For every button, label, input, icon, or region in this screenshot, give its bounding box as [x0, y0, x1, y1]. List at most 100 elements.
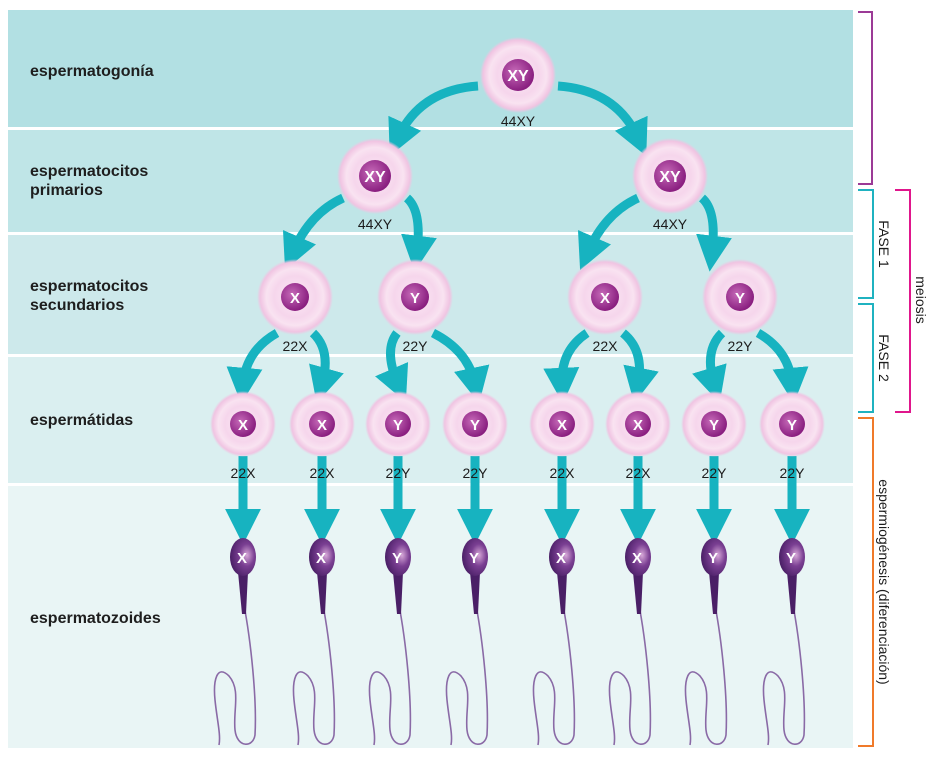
bracket-espermiogenesis: espermiogénesis (diferenciación) [858, 417, 892, 747]
nucleus-label: Y [787, 417, 797, 434]
sperm-midpiece [633, 572, 643, 614]
karyotype-label: 22Y [702, 465, 728, 481]
nucleus-label: XY [659, 169, 681, 186]
sperm-midpiece [393, 572, 403, 614]
karyotype-label: 44XY [358, 216, 393, 232]
sperm-tail [445, 599, 489, 746]
cell-secondary: X 22X [567, 259, 643, 354]
karyotype-label: 22Y [780, 465, 806, 481]
nucleus [726, 283, 754, 311]
sperm-head [779, 538, 805, 576]
sperm-chromosome-label: Y [392, 550, 402, 567]
arrow-primary-to-secondary [282, 193, 345, 271]
cell-primary: XY 44XY [632, 138, 708, 232]
sperm-midpiece [709, 572, 719, 614]
arrows-layer [225, 81, 810, 545]
karyotype-label: 44XY [501, 113, 536, 129]
karyotype-label: 22X [626, 465, 652, 481]
spermatozoon: X [292, 538, 336, 746]
sperm-tail [684, 599, 728, 746]
nucleus-label: Y [709, 417, 719, 434]
karyotype-label: 44XY [653, 216, 688, 232]
nucleus [385, 411, 411, 437]
karyotype-label: 22Y [728, 338, 754, 354]
sperm-head [230, 538, 256, 576]
stage-row-spermatogonia: espermatogonía [8, 10, 853, 127]
stage-label-spermatogonia: espermatogonía [30, 63, 154, 80]
nucleus-label: Y [393, 417, 403, 434]
arrow-secondary-to-spermatid [375, 330, 409, 403]
sperm-chromosome-label: X [556, 550, 566, 567]
karyotype-label: 22X [593, 338, 619, 354]
sperm-chromosome-label: X [237, 550, 247, 567]
sperm-head [309, 538, 335, 576]
sperm-tail [292, 599, 336, 746]
karyotype-label: 22X [310, 465, 336, 481]
bracket-fase-2: FASE 2 [858, 303, 892, 413]
sperm-tail [532, 599, 576, 746]
cell-secondary: Y 22Y [377, 259, 453, 354]
karyotype-label: 22X [550, 465, 576, 481]
fase-1-label: FASE 1 [876, 220, 892, 268]
spermatozoon: Y [762, 538, 806, 746]
karyotype-label: 22Y [386, 465, 412, 481]
nucleus [591, 283, 619, 311]
cells-layer: XY44XYXY44XYXY44XYX22XY22YX22XY22YX22XX2… [210, 37, 825, 481]
nucleus-label: XY [364, 169, 386, 186]
stage-label-spermatozoa: espermatozoides [30, 610, 161, 627]
nucleus [625, 411, 651, 437]
spermatozoon: Y [445, 538, 489, 746]
spermatozoon: Y [368, 538, 412, 746]
nucleus [779, 411, 805, 437]
nucleus [701, 411, 727, 437]
cell-spermatids: X 22X [210, 391, 276, 481]
sperm-midpiece [787, 572, 797, 614]
sperm-tail [368, 599, 412, 746]
arrow-primary-to-secondary [696, 194, 732, 272]
karyotype-label: 22X [231, 465, 257, 481]
nucleus-label: X [238, 417, 248, 434]
fase-2-label: FASE 2 [876, 334, 892, 382]
cell-primary: XY 44XY [337, 138, 413, 232]
sperm-head [385, 538, 411, 576]
nucleus [401, 283, 429, 311]
cell-secondary: Y 22Y [702, 259, 778, 354]
nucleus [281, 283, 309, 311]
nucleus-label: X [557, 417, 567, 434]
sperm-head [701, 538, 727, 576]
arrow-primary-to-secondary [401, 194, 437, 272]
sperm-chromosome-label: Y [786, 550, 796, 567]
karyotype-label: 22Y [403, 338, 429, 354]
bracket-fase-1: FASE 1 [858, 189, 892, 299]
karyotype-label: 22Y [463, 465, 489, 481]
arrow-secondary-to-spermatid [755, 329, 809, 404]
sperm-midpiece [470, 572, 480, 614]
nucleus-label: X [633, 417, 643, 434]
sperm-chromosome-label: Y [708, 550, 718, 567]
nucleus-label: XY [507, 68, 529, 85]
spermatozoon: X [213, 538, 257, 746]
stage-label-secondary: espermatocitos secundarios [30, 278, 149, 314]
nucleus-label: Y [735, 290, 745, 307]
nucleus [654, 160, 686, 192]
nucleus [230, 411, 256, 437]
nucleus-label: Y [410, 290, 420, 307]
sperm-tail [762, 599, 806, 746]
nucleus [502, 59, 534, 91]
cell-spermatids: Y 22Y [365, 391, 431, 481]
nucleus-label: X [290, 290, 300, 307]
nucleus-label: X [600, 290, 610, 307]
sperm-midpiece [317, 572, 327, 614]
sperm-tail [213, 599, 257, 746]
meiosis-label: meiosis [913, 276, 929, 323]
cell-spermatogonia: XY 44XY [480, 37, 556, 129]
spermatozoon: X [608, 538, 652, 746]
sperm-chromosome-label: X [316, 550, 326, 567]
arrow-primary-to-secondary [577, 193, 640, 271]
sperm-chromosome-label: Y [469, 550, 479, 567]
nucleus-label: Y [470, 417, 480, 434]
